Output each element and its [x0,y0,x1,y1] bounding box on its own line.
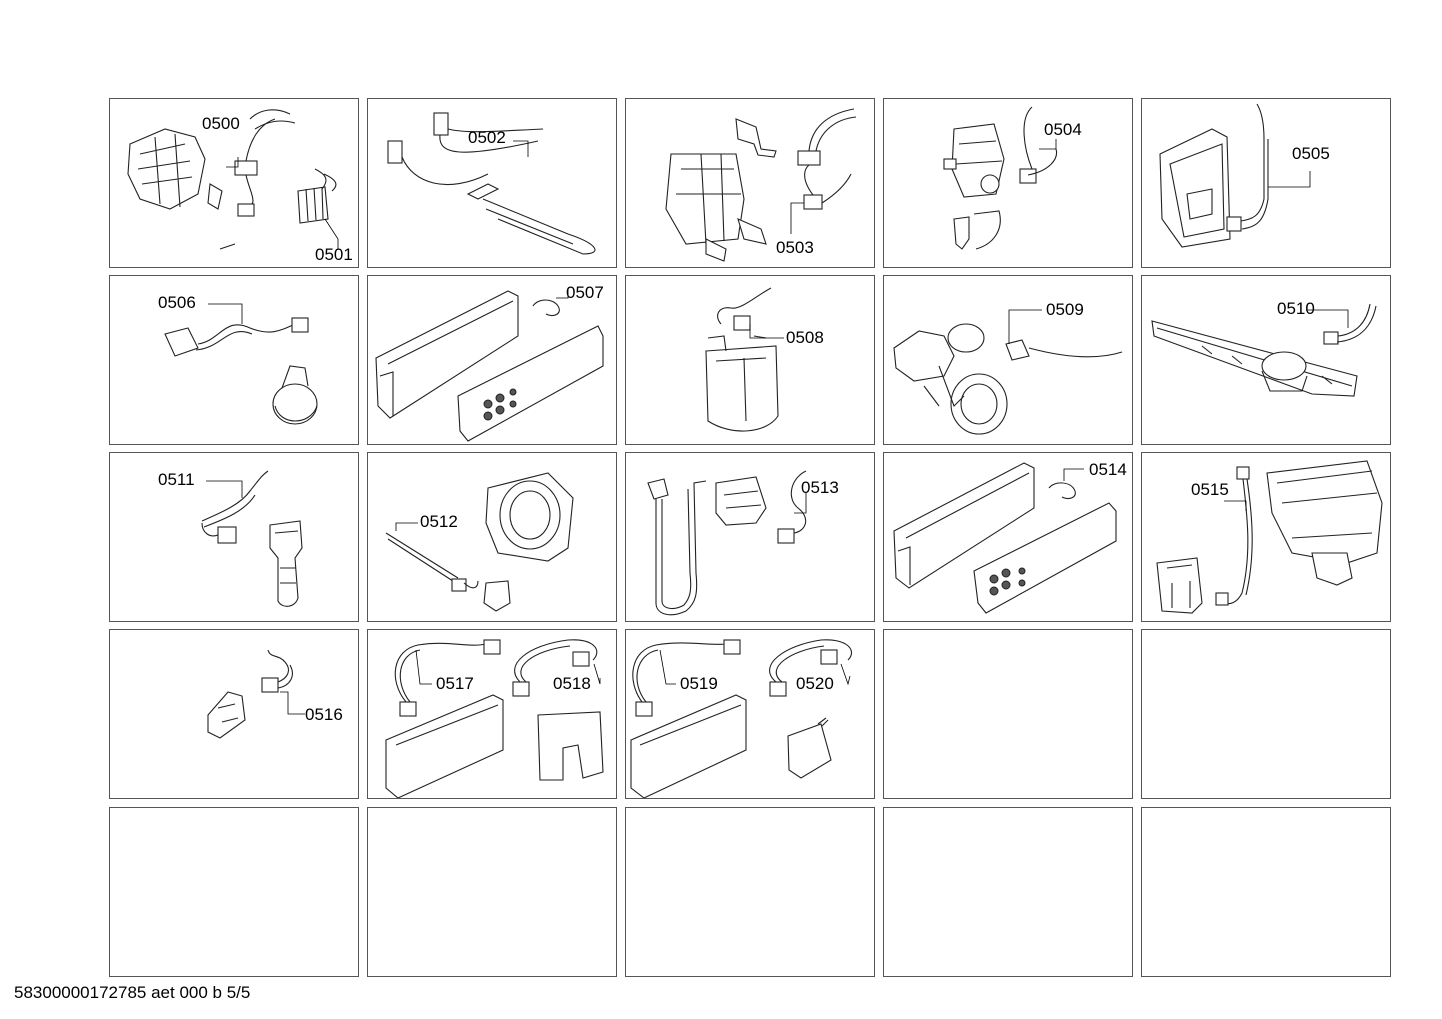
cell-empty-r5c5 [1141,807,1391,977]
valve-illustration [665,108,857,262]
filter-illustration [705,287,784,432]
control-module-illustration [375,290,604,442]
cell-filter: 0508 [625,275,875,445]
cell-heater: 0502 [367,98,617,268]
drain-hose-illustration [647,470,807,616]
cell-empty-r5c1 [109,807,359,977]
part-label-0501: 0501 [315,245,353,264]
part-label-0513: 0513 [801,478,839,497]
module-set-a-illustration [385,639,604,798]
pressure-sensor-illustration [164,303,318,425]
cell-valve: 0503 [625,98,875,268]
part-label-0520: 0520 [796,674,834,693]
part-label-0514: 0514 [1089,460,1127,479]
cell-empty-r5c3 [625,807,875,977]
cell-module-board: 0514 [883,452,1133,622]
part-label-0506: 0506 [158,293,196,312]
control-housing-illustration [1159,103,1311,248]
heater-illustration [387,112,596,255]
cell-module-set-b: 0519 0520 [625,629,875,799]
cell-sensor: 0511 [109,452,359,622]
cell-inlet-valve: 0504 [883,98,1133,268]
cell-dispenser: 0515 [1141,452,1391,622]
part-label-0503: 0503 [776,238,814,257]
part-label-0518: 0518 [553,674,591,693]
cell-empty-r4c5 [1141,629,1391,799]
dispenser-illustration [1156,460,1383,614]
cell-empty-r5c4 [883,807,1133,977]
cell-pressure-sensor: 0506 [109,275,359,445]
cell-tachometer: 0512 [367,452,617,622]
document-id-footer: 58300000172785 aet 000 b 5/5 [14,983,251,1002]
pump-illustration [893,309,1123,435]
door-lock-illustration [207,649,305,739]
cell-control-housing: 0505 [1141,98,1391,268]
cell-drain-hose: 0513 [625,452,875,622]
inlet-valve-illustration [943,106,1058,250]
cell-module-set-a: 0517 0518 [367,629,617,799]
part-label-0502: 0502 [468,128,506,147]
detergent-pipe-illustration [1151,303,1377,397]
sensor-illustration [201,470,303,607]
part-label-0500: 0500 [202,114,240,133]
cell-detergent-pipe: 0510 [1141,275,1391,445]
part-label-0507: 0507 [566,283,604,302]
part-label-0517: 0517 [436,674,474,693]
cell-pump: 0509 [883,275,1133,445]
part-label-0504: 0504 [1044,120,1082,139]
cell-door-lock: 0516 [109,629,359,799]
part-label-0516: 0516 [305,705,343,724]
part-label-0512: 0512 [420,512,458,531]
cell-motor: 0500 0501 [109,98,359,268]
motor-illustration [127,109,339,250]
part-label-0508: 0508 [786,328,824,347]
part-label-0510: 0510 [1277,299,1315,318]
cell-empty-r5c2 [367,807,617,977]
part-label-0519: 0519 [680,674,718,693]
part-label-0509: 0509 [1046,300,1084,319]
module-board-illustration [893,462,1117,614]
part-label-0511: 0511 [158,470,195,489]
tachometer-illustration [385,472,574,612]
part-label-0515: 0515 [1191,480,1229,499]
module-set-b-illustration [630,639,853,798]
cell-empty-r4c4 [883,629,1133,799]
part-label-0505: 0505 [1292,144,1330,163]
cell-control-module: 0507 [367,275,617,445]
